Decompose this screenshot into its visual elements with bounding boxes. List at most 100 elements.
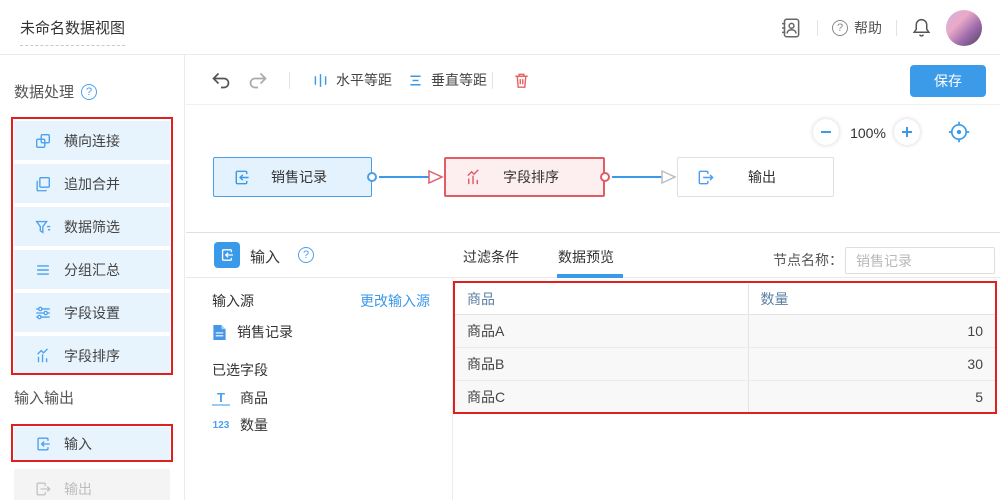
flow-node-sales-record[interactable]: 销售记录 bbox=[213, 157, 372, 197]
filter-icon bbox=[34, 218, 52, 236]
section-help-icon[interactable]: ? bbox=[81, 83, 98, 100]
redo-button[interactable] bbox=[247, 67, 269, 93]
sidebar-item-group-summary[interactable]: 分组汇总 bbox=[14, 250, 170, 289]
text-type-icon: T bbox=[212, 391, 230, 406]
sidebar-item-horizontal-join[interactable]: 横向连接 bbox=[14, 121, 170, 160]
copy-merge-icon bbox=[34, 175, 52, 193]
sidebar-item-label: 追加合并 bbox=[64, 175, 120, 192]
sidebar-item-label: 字段设置 bbox=[64, 304, 120, 321]
divider bbox=[896, 19, 897, 36]
sidebar-item-label: 输出 bbox=[64, 480, 92, 497]
undo-button[interactable] bbox=[210, 67, 232, 93]
node-name-input[interactable] bbox=[845, 247, 995, 274]
sidebar-item-input[interactable]: 输入 bbox=[14, 427, 170, 461]
sliders-icon bbox=[34, 304, 52, 322]
divider bbox=[817, 19, 818, 36]
selected-fields-label: 已选字段 bbox=[212, 362, 268, 378]
input-node-icon bbox=[214, 242, 240, 268]
sidebar-item-label: 输入 bbox=[64, 436, 92, 452]
canvas-toolbar: 水平等距 垂直等距 保存 bbox=[186, 55, 1000, 105]
sidebar-section-input-output: 输入输出 bbox=[14, 390, 75, 407]
save-button[interactable]: 保存 bbox=[910, 65, 986, 97]
flow-canvas[interactable]: 100% 销售记录 bbox=[186, 105, 1000, 232]
table-row: 商品A 10 bbox=[455, 314, 995, 348]
page-title[interactable]: 未命名数据视图 bbox=[20, 17, 126, 46]
help-label: 帮助 bbox=[854, 19, 882, 36]
cell-product: 商品A bbox=[455, 314, 748, 348]
horizontal-spacing-icon bbox=[312, 72, 329, 89]
contacts-icon[interactable] bbox=[779, 16, 803, 40]
sidebar: 数据处理 ? 横向连接 追加合并 bbox=[0, 55, 185, 500]
sidebar-item-label: 分组汇总 bbox=[64, 261, 120, 278]
number-type-icon: 123 bbox=[212, 419, 230, 431]
flow-node-output[interactable]: 输出 bbox=[677, 157, 834, 197]
zoom-out-button[interactable] bbox=[813, 119, 839, 145]
panel-help-icon[interactable]: ? bbox=[298, 247, 314, 263]
list-summary-icon bbox=[34, 261, 52, 279]
node-config-panel: 输入 ? 过滤条件 数据预览 节点名称： 输入源 更改输入源 销售记录 bbox=[186, 232, 1000, 500]
sort-chart-icon bbox=[34, 347, 52, 365]
field-item: 123 数量 bbox=[212, 415, 268, 435]
panel-header: 输入 ? 过滤条件 数据预览 节点名称： bbox=[186, 233, 1000, 278]
bell-icon[interactable] bbox=[911, 17, 932, 38]
cell-qty: 10 bbox=[747, 314, 995, 348]
sidebar-item-label: 横向连接 bbox=[64, 132, 120, 149]
node-name-label: 节点名称： bbox=[773, 252, 843, 268]
input-icon bbox=[232, 168, 251, 187]
flow-node-field-sort[interactable]: 字段排序 bbox=[444, 157, 605, 197]
zoom-in-button[interactable] bbox=[894, 119, 920, 145]
sidebar-item-label: 字段排序 bbox=[64, 347, 120, 364]
output-icon bbox=[696, 168, 715, 187]
vertical-spacing-icon bbox=[407, 72, 424, 89]
table-header-row: 商品 数量 bbox=[455, 284, 995, 315]
change-source-link[interactable]: 更改输入源 bbox=[360, 293, 430, 309]
source-label: 输入源 bbox=[212, 293, 254, 309]
sidebar-item-output: 输出 bbox=[14, 469, 170, 500]
input-icon bbox=[34, 435, 52, 453]
column-header-qty: 数量 bbox=[747, 284, 995, 315]
app-header: 未命名数据视图 ? 帮助 bbox=[0, 0, 1000, 55]
input-source-panel: 输入源 更改输入源 销售记录 已选字段 T 商品 123 数量 bbox=[186, 278, 453, 500]
node-label: 字段排序 bbox=[503, 169, 559, 185]
sort-chart-icon bbox=[464, 168, 483, 187]
file-icon bbox=[212, 324, 227, 341]
output-icon bbox=[34, 480, 52, 498]
toolbar-label: 水平等距 bbox=[336, 72, 392, 88]
cell-qty: 30 bbox=[747, 347, 995, 381]
output-port[interactable] bbox=[367, 172, 377, 182]
column-header-product: 商品 bbox=[455, 284, 748, 315]
source-item: 销售记录 bbox=[212, 322, 293, 342]
help-icon: ? bbox=[832, 19, 848, 36]
horizontal-spacing-button[interactable]: 水平等距 bbox=[312, 67, 392, 93]
vertical-spacing-button[interactable]: 垂直等距 bbox=[407, 67, 487, 93]
field-item: T 商品 bbox=[212, 388, 268, 408]
active-tab-indicator bbox=[557, 274, 623, 278]
field-name: 数量 bbox=[240, 417, 268, 433]
source-name: 销售记录 bbox=[237, 324, 293, 340]
sidebar-item-field-settings[interactable]: 字段设置 bbox=[14, 293, 170, 332]
edge-sales-to-sort bbox=[379, 169, 444, 185]
output-port[interactable] bbox=[600, 172, 610, 182]
sidebar-section-data-processing: 数据处理 ? bbox=[14, 81, 98, 102]
user-avatar[interactable] bbox=[946, 9, 982, 46]
cell-product: 商品C bbox=[455, 380, 748, 414]
tab-data-preview[interactable]: 数据预览 bbox=[558, 249, 614, 265]
tab-filter-conditions[interactable]: 过滤条件 bbox=[463, 249, 519, 265]
data-preview-table: 商品 数量 商品A 10 商品B 30 商品C 5 bbox=[455, 284, 995, 414]
delete-button[interactable] bbox=[512, 67, 531, 93]
locate-center-icon[interactable] bbox=[947, 120, 971, 149]
cell-product: 商品B bbox=[455, 347, 748, 381]
sidebar-item-field-sort[interactable]: 字段排序 bbox=[14, 336, 170, 375]
divider bbox=[289, 72, 290, 89]
sidebar-item-append-merge[interactable]: 追加合并 bbox=[14, 164, 170, 203]
join-icon bbox=[34, 132, 52, 150]
node-label: 输出 bbox=[748, 169, 776, 185]
toolbar-label: 垂直等距 bbox=[431, 72, 487, 88]
help-button[interactable]: ? 帮助 bbox=[832, 18, 882, 38]
panel-title: 输入 bbox=[250, 249, 281, 266]
node-label: 销售记录 bbox=[271, 169, 327, 185]
sidebar-item-label: 数据筛选 bbox=[64, 218, 120, 235]
sidebar-item-data-filter[interactable]: 数据筛选 bbox=[14, 207, 170, 246]
cell-qty: 5 bbox=[747, 380, 995, 414]
